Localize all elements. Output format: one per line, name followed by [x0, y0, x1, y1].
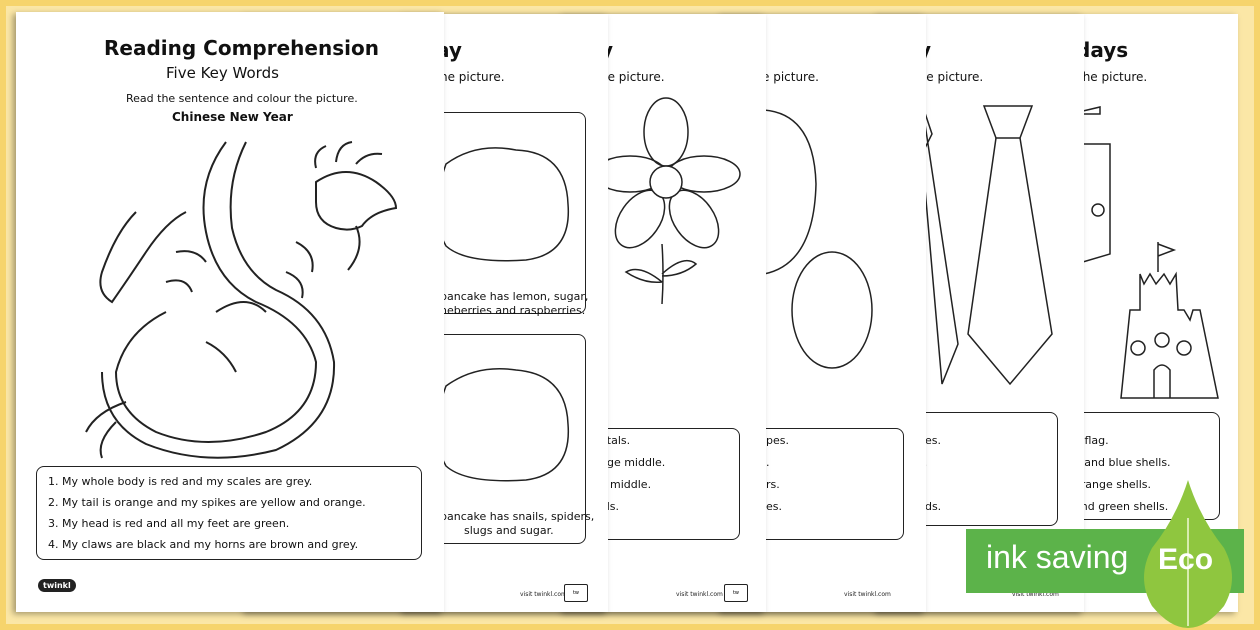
footer-url: visit twinkl.com — [676, 591, 723, 598]
tie-picture — [921, 103, 1053, 386]
sentence-line: . — [766, 456, 770, 469]
sheet-instruction: the picture. — [914, 70, 984, 84]
sentences-box — [36, 466, 422, 560]
ink-saving-label: ink saving — [986, 539, 1129, 575]
sheet-instruction: the picture. — [1078, 70, 1148, 84]
sentence-3: 3. My head is red and all my feet are gr… — [48, 517, 290, 530]
sentence-4: 4. My claws are black and my horns are b… — [48, 538, 359, 551]
sentence-line: rs. — [766, 478, 780, 491]
sentence-2: 2. My tail is orange and my spikes are y… — [48, 496, 366, 509]
footer-url: visit twinkl.com — [1012, 591, 1059, 598]
egg-picture — [763, 109, 873, 369]
flower-picture — [593, 97, 741, 305]
sentence-1: 1. My whole body is red and my scales ar… — [48, 475, 313, 488]
topic-heading: Chinese New Year — [172, 110, 293, 124]
sentence-line: nge middle. — [600, 456, 666, 469]
sentence-line: es. — [766, 500, 782, 513]
sentence-line: orange shells. — [1074, 478, 1152, 491]
front-worksheet: Reading Comprehension Five Key Words Rea… — [16, 12, 444, 612]
page-title: Reading Comprehension — [104, 36, 379, 60]
sheet-title: days — [1076, 38, 1129, 62]
eco-drop-icon — [1144, 480, 1232, 628]
dragon-picture — [85, 141, 398, 459]
twinkl-badge: tw — [564, 584, 588, 602]
sheet-instruction: he picture. — [600, 70, 665, 84]
twinkl-badge: tw — [724, 584, 748, 602]
twinkl-logo: twinkl — [38, 579, 76, 592]
sentence-line: v middle. — [600, 478, 652, 491]
sentence-line: e and blue shells. — [1074, 456, 1171, 469]
footer-url: visit twinkl.com — [844, 591, 891, 598]
sheet-instruction: he picture. — [440, 70, 505, 84]
sentence-line: pancake has lemon, sugar, — [440, 290, 589, 303]
sheet-instruction: e picture. — [762, 70, 819, 84]
eco-badge-label: Eco — [1158, 543, 1214, 576]
sentence-line: pancake has snails, spiders, — [440, 510, 595, 523]
page-subtitle: Five Key Words — [166, 64, 279, 82]
sentence-line: slugs and sugar. — [464, 524, 554, 537]
sentence-line: neberries and raspberries. — [440, 304, 586, 317]
instruction-text: Read the sentence and colour the picture… — [126, 92, 358, 105]
sentence-line: and green shells. — [1074, 500, 1169, 513]
sentence-line: pes. — [766, 434, 789, 447]
footer-url: visit twinkl.com — [520, 591, 567, 598]
